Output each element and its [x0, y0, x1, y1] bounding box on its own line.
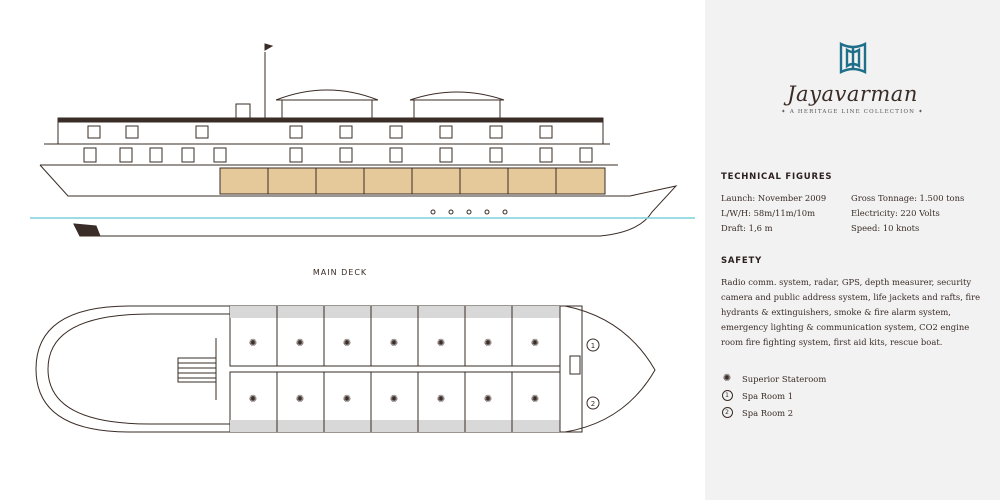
- main-deck-label: MAIN DECK: [312, 268, 368, 277]
- spa-room-2-icon: 2: [721, 407, 733, 418]
- spec-speed: Speed: 10 knots: [851, 223, 920, 233]
- mid-windows: [83, 147, 593, 163]
- spec-launch: Launch: November 2009: [721, 193, 827, 203]
- technical-figures-section: TECHNICAL FIGURES Launch: November 2009 …: [721, 172, 986, 236]
- spa-room-2-marker: [586, 396, 600, 410]
- brand-emblem-icon: [839, 42, 866, 74]
- safety-text: Radio comm. system, radar, GPS, depth me…: [721, 277, 981, 347]
- brand-name: Jayavarman: [787, 82, 918, 106]
- spec-electricity: Electricity: 220 Volts: [851, 208, 940, 218]
- stateroom-grid: [229, 305, 583, 433]
- deck-outline: [35, 305, 656, 433]
- portholes: [430, 209, 508, 215]
- stateroom-markers: ✺ ✺ ✺ ✺ ✺ ✺ ✺ ✺ ✺ ✺ ✺ ✺ ✺ ✺: [249, 338, 539, 405]
- info-panel: Jayavarman ✦ A HERITAGE LINE COLLECTION …: [705, 0, 1000, 500]
- stateroom-icon: ✺: [531, 394, 539, 405]
- stateroom-icon: ✺: [343, 394, 351, 405]
- stateroom-icon: ✺: [484, 394, 492, 405]
- safety-heading: SAFETY: [721, 256, 763, 266]
- brand-logo: Jayavarman ✦ A HERITAGE LINE COLLECTION …: [705, 40, 1000, 115]
- stateroom-icon: ✺: [531, 338, 539, 349]
- stateroom-icon: ✺: [249, 338, 257, 349]
- ship-drawing-area: MAIN DECK: [30, 43, 695, 433]
- spec-draft: Draft: 1,6 m: [721, 223, 773, 233]
- upper-windows: [87, 125, 553, 139]
- stateroom-icon: ✺: [484, 338, 492, 349]
- spa-room-1-icon: 1: [721, 390, 733, 401]
- stateroom-icon: ✺: [343, 338, 351, 349]
- spa-room-1-marker: [586, 338, 600, 352]
- stateroom-icon: ✺: [437, 394, 445, 405]
- legend: ✺ Superior Stateroom 1 Spa Room 1 2 Spa …: [721, 370, 986, 421]
- ship-elevation-drawing: [30, 43, 695, 237]
- technical-heading: TECHNICAL FIGURES: [721, 172, 833, 182]
- spec-dimensions: L/W/H: 58m/11m/10m: [721, 208, 816, 218]
- rudder: [73, 223, 101, 237]
- roof: [57, 117, 604, 123]
- legend-item-spa-1: 1 Spa Room 1: [721, 387, 986, 404]
- hull: [39, 164, 678, 237]
- stateroom-icon: ✺: [390, 338, 398, 349]
- safety-section: SAFETY Radio comm. system, radar, GPS, d…: [721, 256, 986, 350]
- stateroom-icon: ✺: [249, 394, 257, 405]
- spec-tonnage: Gross Tonnage: 1.500 tons: [851, 193, 965, 203]
- spa-room-1-number: 1: [591, 342, 595, 350]
- spa-room-2-number: 2: [591, 400, 595, 408]
- legend-item-spa-2: 2 Spa Room 2: [721, 404, 986, 421]
- main-deck-plan: ✺ ✺ ✺ ✺ ✺ ✺ ✺ ✺ ✺ ✺ ✺ ✺ ✺ ✺ 1 2: [35, 305, 656, 433]
- stateroom-icon: ✺: [296, 394, 304, 405]
- brand-tagline: ✦ A HERITAGE LINE COLLECTION ✦: [781, 109, 924, 115]
- stateroom-icon: ✺: [390, 394, 398, 405]
- legend-item-stateroom: ✺ Superior Stateroom: [722, 373, 827, 384]
- canopy-left: [275, 89, 379, 101]
- flag-icon: [264, 43, 274, 51]
- stateroom-icon: ✺: [296, 338, 304, 349]
- canopy-right: [409, 91, 505, 101]
- stateroom-icon: ✺: [437, 338, 445, 349]
- stateroom-icon: ✺: [722, 373, 732, 384]
